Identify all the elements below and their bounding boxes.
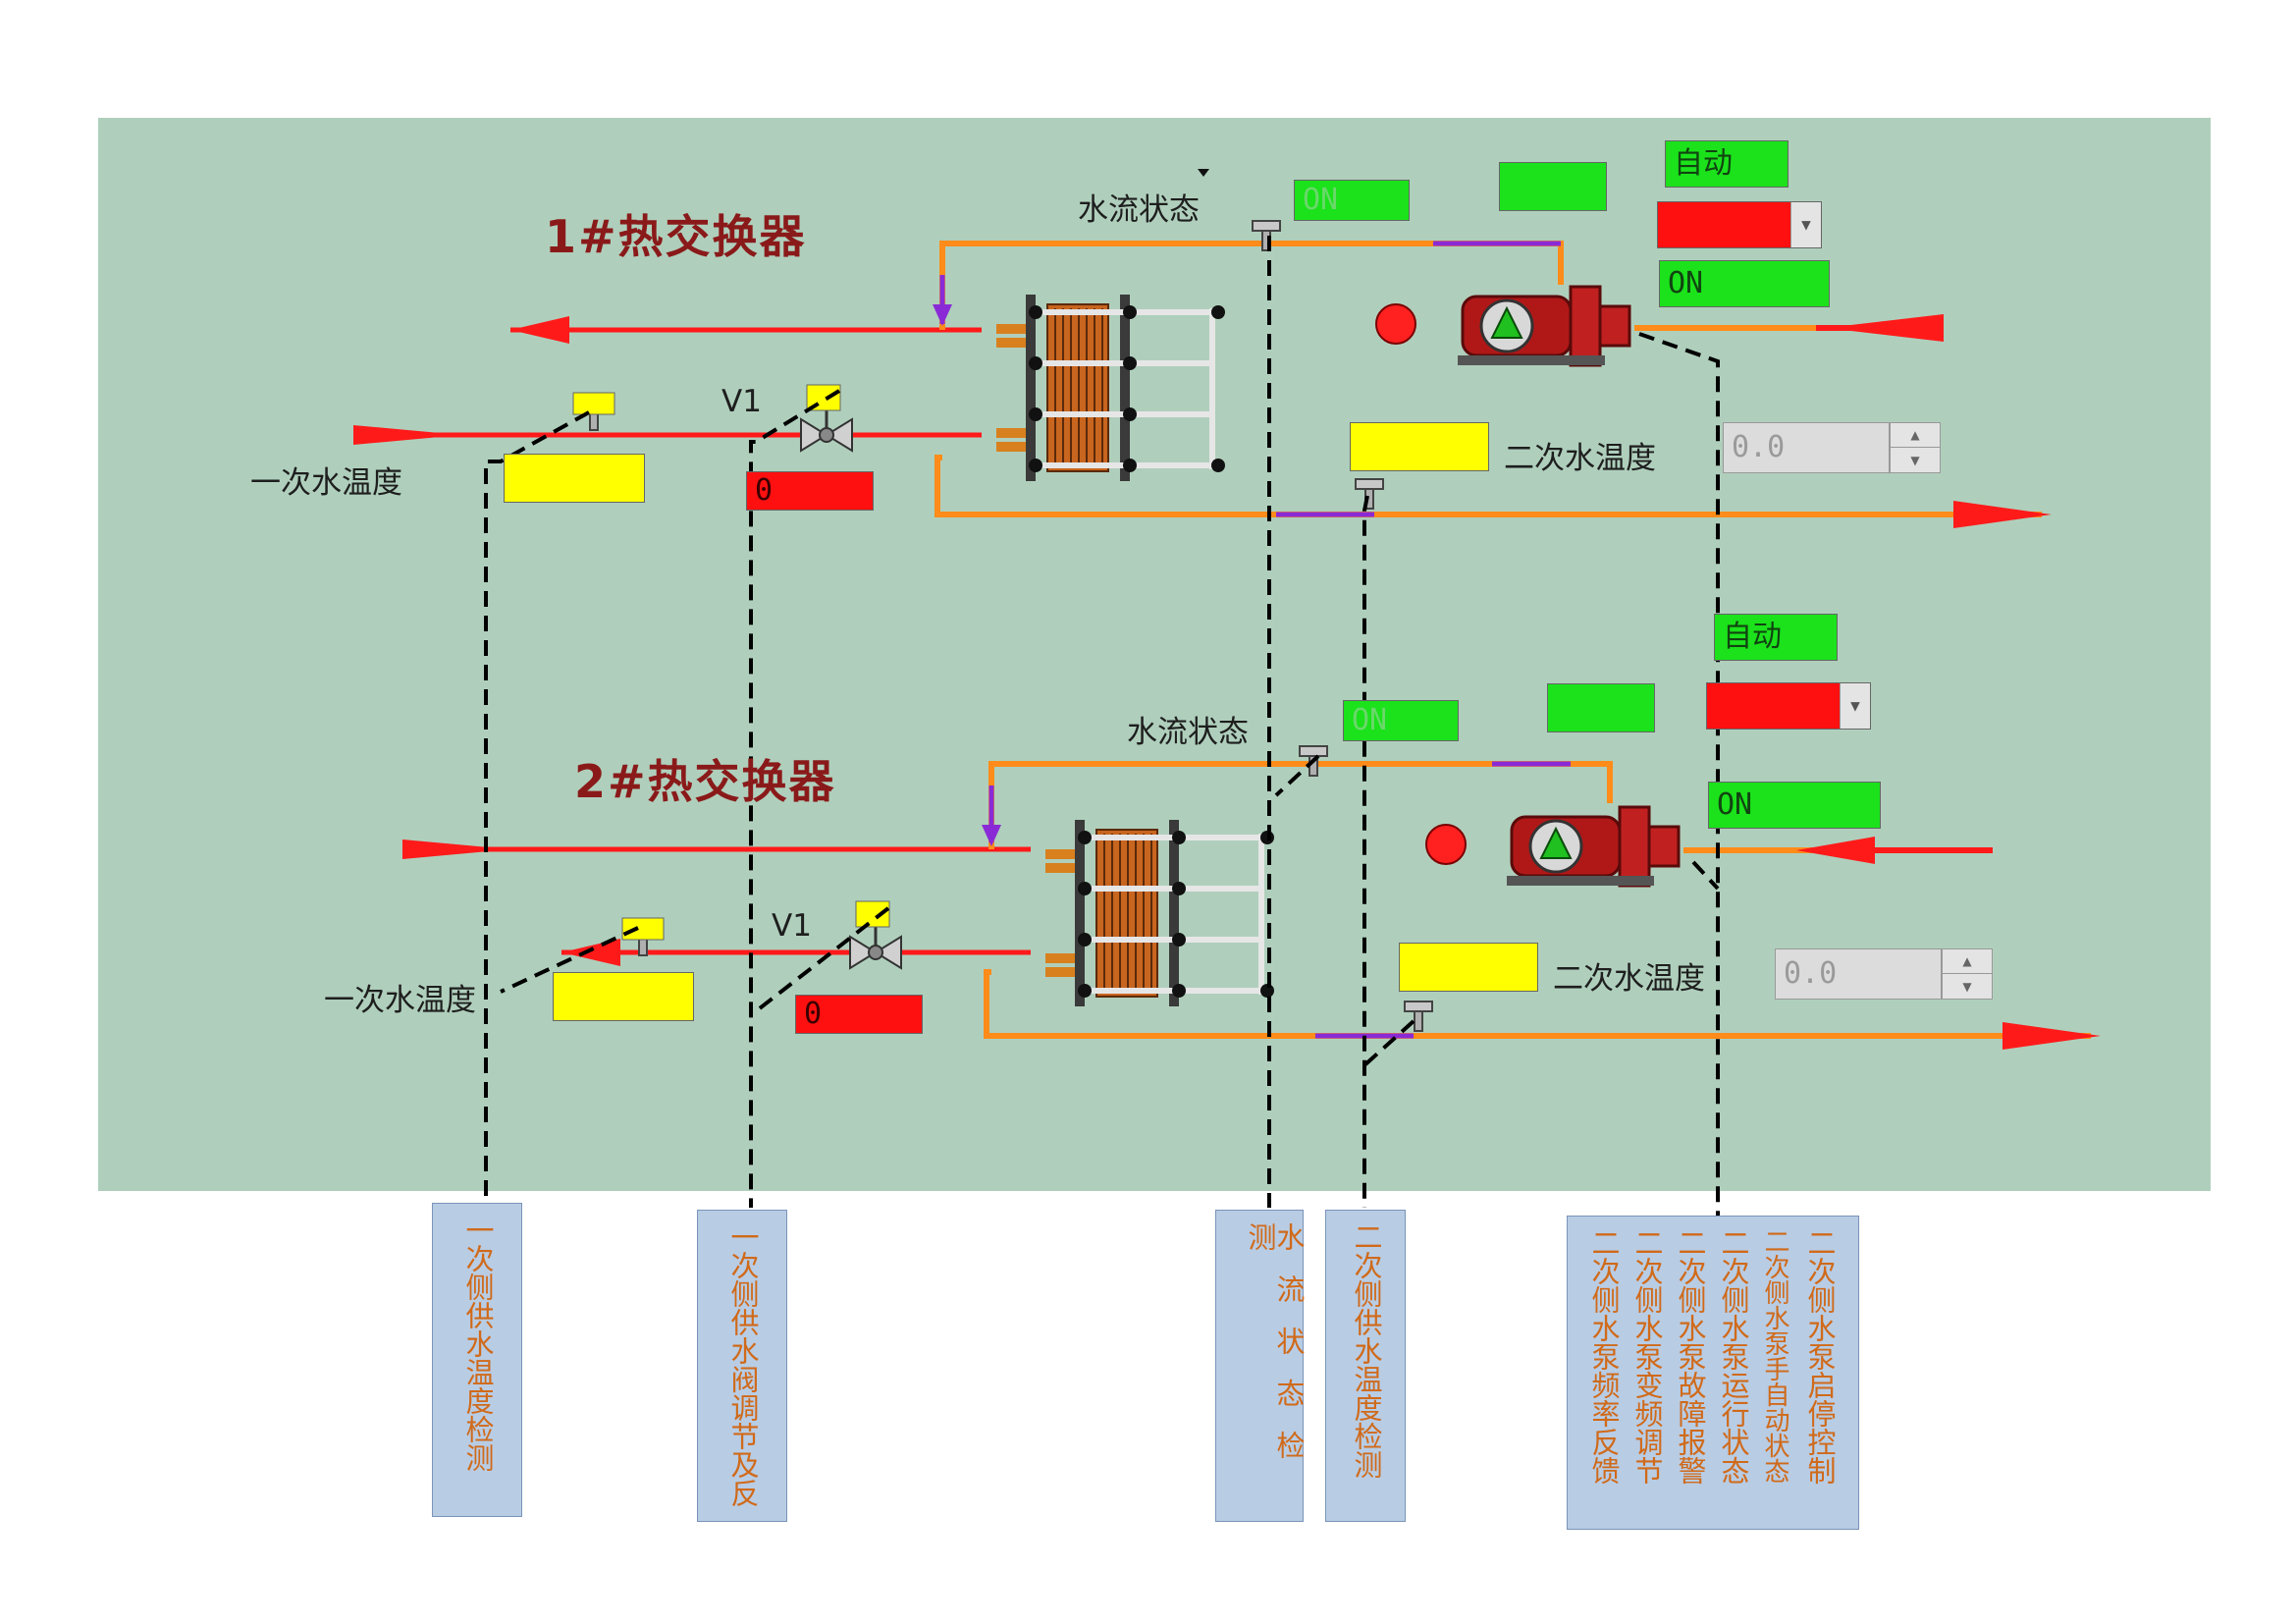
hx2-valve-opening: 0 [795, 995, 923, 1034]
spin-down-icon[interactable]: ▼ [1962, 979, 1972, 994]
hx1-pump-fault-indicator [1499, 162, 1607, 211]
chevron-down-icon[interactable]: ▼ [1840, 683, 1870, 729]
legend-flow: 水流状态检测 [1215, 1210, 1306, 1522]
legend-valve: 一次侧供水阀调节及反 [697, 1210, 787, 1522]
legend-pump: 二次侧水泵频率反馈 二次侧水泵变频调节 二次侧水泵故障报警 二次侧水泵运行状态 … [1567, 1216, 1859, 1530]
legend-primary-temp: 一次侧供水温度检测 [432, 1203, 522, 1517]
hx2-flow-label: 水流状态 [1127, 715, 1249, 750]
hx1-run-status: ON [1659, 260, 1830, 307]
hx1-frequency-input[interactable]: 0.0 [1723, 422, 1890, 473]
legend-pump-vfd-adjust: 二次侧水泵变频调节 [1630, 1228, 1664, 1485]
hx1-primary-temp-value [504, 454, 645, 503]
legend-valve-text: 一次侧供水阀调节及反 [726, 1222, 760, 1507]
hx2-mode-indicator: 自动 [1714, 614, 1838, 661]
legend-pump-start-stop: 二次侧水泵启停控制 [1803, 1228, 1837, 1485]
legend-secondary-temp: 二次侧供水温度检测 [1325, 1210, 1406, 1522]
hx2-title: 2#热交换器 [574, 755, 836, 808]
hx2-frequency-spinner[interactable]: ▲▼ [1942, 948, 1993, 1000]
hx2-flow-status: ON [1343, 700, 1459, 741]
hx1-pump-start-select[interactable]: ▼ [1657, 201, 1822, 248]
hx1-secondary-temp-value [1350, 422, 1489, 471]
hx1-primary-temp-label: 一次水温度 [250, 465, 402, 501]
legend-flow-text: 水流状态检测 [1244, 1222, 1306, 1483]
legend-pump-fault-alarm: 二次侧水泵故障报警 [1674, 1228, 1707, 1485]
legend-pump-freq-feedback: 二次侧水泵频率反馈 [1587, 1228, 1621, 1485]
hx1-frequency-spinner[interactable]: ▲▼ [1890, 422, 1941, 473]
hx2-valve-label: V1 [772, 908, 812, 944]
hx1-valve-opening: 0 [746, 471, 874, 511]
heat-exchanger-1 [353, 169, 2052, 528]
hx1-title: 1#热交换器 [545, 210, 807, 263]
chevron-down-icon[interactable]: ▼ [1790, 202, 1821, 247]
legend-pump-hand-auto: 二次侧水泵手自动状态 [1760, 1228, 1789, 1484]
hx1-mode-indicator: 自动 [1665, 140, 1789, 188]
hx1-flow-label: 水流状态 [1078, 192, 1200, 228]
legend-primary-temp-text: 一次侧供水温度检测 [461, 1216, 495, 1472]
legend-pump-run-status: 二次侧水泵运行状态 [1717, 1228, 1750, 1485]
spin-down-icon[interactable]: ▼ [1910, 453, 1920, 467]
hx2-pump-fault-indicator [1547, 683, 1655, 732]
hx2-primary-temp-label: 一次水温度 [324, 983, 476, 1018]
hx2-run-status: ON [1708, 782, 1881, 829]
hx2-secondary-temp-label: 二次水温度 [1553, 961, 1705, 997]
hx2-primary-temp-value [553, 972, 694, 1021]
hmi-panel [98, 118, 2211, 1191]
hx1-flow-status: ON [1294, 180, 1410, 221]
spin-up-icon[interactable]: ▲ [1891, 423, 1940, 448]
leader-lines [484, 236, 1720, 1216]
legend-secondary-temp-text: 二次侧供水温度检测 [1350, 1222, 1383, 1479]
spin-up-icon[interactable]: ▲ [1943, 949, 1992, 974]
hx2-frequency-input[interactable]: 0.0 [1775, 948, 1942, 1000]
hx2-pump-start-select[interactable]: ▼ [1706, 682, 1871, 730]
hx2-secondary-temp-value [1399, 943, 1538, 992]
hx1-secondary-temp-label: 二次水温度 [1504, 441, 1656, 476]
hx1-valve-label: V1 [721, 384, 762, 419]
